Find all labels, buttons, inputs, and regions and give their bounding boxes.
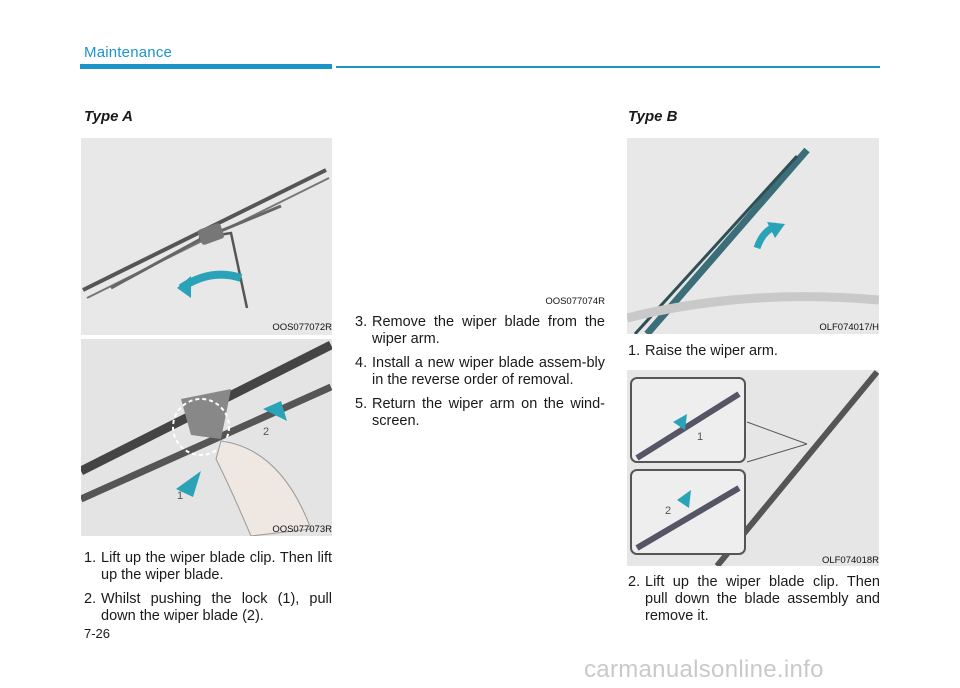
step-item: 2.Whilst pushing the lock (1), pull down… [84, 591, 332, 625]
type-b-figure-2: 1 2 [627, 370, 879, 566]
step-number: 2. [84, 591, 97, 607]
type-b-figure-1 [627, 138, 879, 334]
step-number: 3. [355, 314, 368, 330]
type-b-steps-1: 1.Raise the wiper arm. [628, 343, 880, 367]
wiper-blade-illustration [81, 138, 332, 335]
step-item: 1.Lift up the wiper blade clip. Then lif… [84, 550, 332, 584]
step-number: 5. [355, 396, 368, 412]
step-text: Raise the wiper arm. [645, 343, 778, 359]
step-number: 1. [84, 550, 97, 566]
callout-label: 2 [263, 426, 269, 438]
step-item: 1.Raise the wiper arm. [628, 343, 880, 360]
step-number: 4. [355, 355, 368, 371]
callout-label: 1 [177, 490, 183, 502]
watermark: carmanualsonline.info [584, 656, 824, 683]
callout-label: 1 [697, 431, 703, 443]
header-rule-thick [80, 64, 332, 69]
pull-arrow-icon [263, 401, 287, 421]
step-number: 2. [628, 574, 641, 590]
type-b-steps-2: 2.Lift up the wiper blade clip. Then pul… [628, 574, 880, 632]
type-a-steps: 1.Lift up the wiper blade clip. Then lif… [84, 550, 332, 632]
type-a-fig1-code: OOS077072R [272, 322, 332, 333]
type-a-figure-2: 1 2 [81, 339, 332, 536]
raise-arm-illustration [627, 138, 879, 334]
step-text: Install a new wiper blade assem-bly in t… [372, 355, 605, 388]
step-item: 4.Install a new wiper blade assem-bly in… [355, 355, 605, 389]
step-number: 1. [628, 343, 641, 359]
middle-fig-code: OOS077074R [545, 296, 605, 307]
step-text: Lift up the wiper blade clip. Then pull … [645, 574, 880, 624]
type-a-figure-1 [81, 138, 332, 335]
step-item: 2.Lift up the wiper blade clip. Then pul… [628, 574, 880, 625]
step-item: 3.Remove the wiper blade from the wiper … [355, 314, 605, 348]
blade-clip-illustration: 1 2 [627, 370, 879, 566]
type-a-fig2-code: OOS077073R [272, 524, 332, 535]
section-title: Maintenance [84, 44, 173, 61]
type-b-heading: Type B [628, 108, 678, 125]
step-text: Return the wiper arm on the wind-screen. [372, 396, 605, 429]
step-text: Whilst pushing the lock (1), pull down t… [101, 591, 332, 624]
step-text: Lift up the wiper blade clip. Then lift … [101, 550, 332, 583]
header-rule-thin [336, 66, 880, 68]
page-number: 7-26 [84, 626, 111, 641]
middle-steps: 3.Remove the wiper blade from the wiper … [355, 314, 605, 437]
step-item: 5.Return the wiper arm on the wind-scree… [355, 396, 605, 430]
type-a-heading: Type A [84, 108, 133, 125]
wiper-lock-illustration: 1 2 [81, 339, 332, 536]
type-b-fig2-code: OLF074018R [821, 555, 879, 566]
push-arrow-icon [176, 471, 201, 497]
step-text: Remove the wiper blade from the wiper ar… [372, 314, 605, 347]
callout-label: 2 [665, 505, 671, 517]
type-b-fig1-code: OLF074017/H [819, 322, 879, 333]
